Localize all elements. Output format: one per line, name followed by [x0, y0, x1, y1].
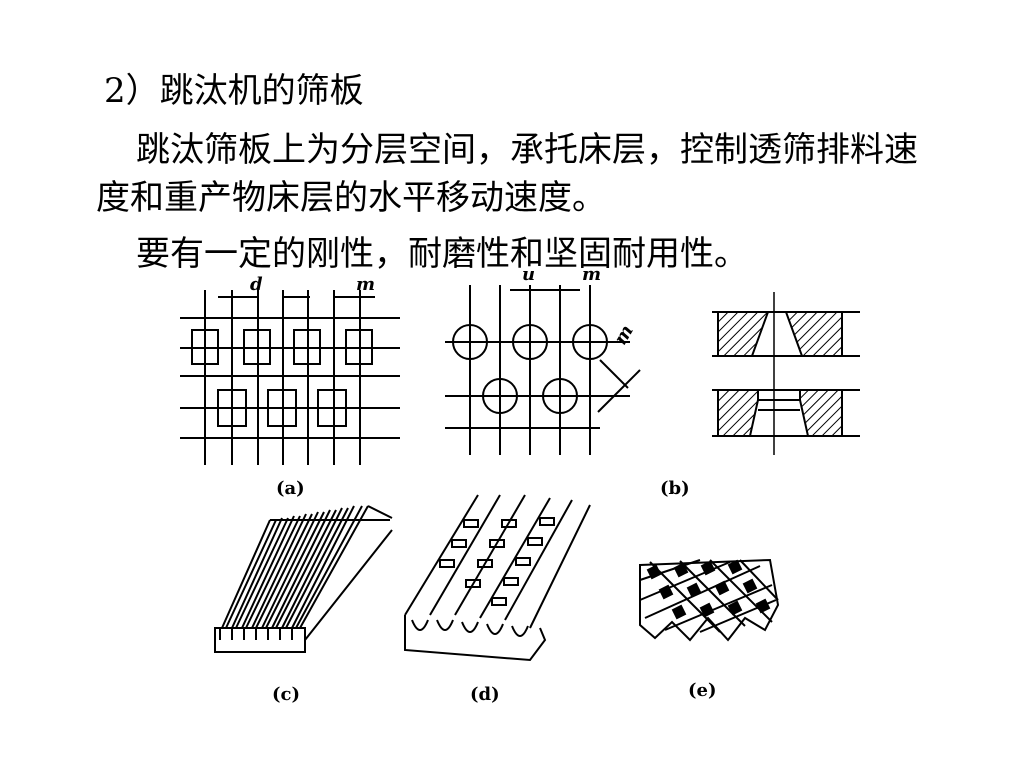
diagram-a-square-holes: [180, 290, 400, 465]
caption-a: (a): [276, 478, 305, 499]
caption-e: (e): [688, 680, 717, 701]
caption-d: (d): [470, 684, 500, 705]
diagram-e-mesh-plate: [639, 558, 780, 642]
caption-b: (b): [660, 478, 690, 499]
caption-c: (c): [272, 684, 300, 705]
dim-label-m-diagonal: m: [610, 322, 638, 349]
diagram-b-round-holes: [445, 285, 641, 455]
diagram-d-channel-plate: [404, 494, 591, 662]
diagram-c-bar-grate: [214, 505, 393, 653]
diagram-b-cross-sections: [712, 292, 860, 455]
paragraph-function: 跳汰筛板上为分层空间，承托床层，控制透筛排料速度和重产物床层的水平移动速度。: [96, 130, 918, 218]
paragraph-requirements: 要有一定的刚性，耐磨性和坚固耐用性。: [136, 234, 748, 274]
slide-heading: 2）跳汰机的筛板: [104, 71, 364, 111]
